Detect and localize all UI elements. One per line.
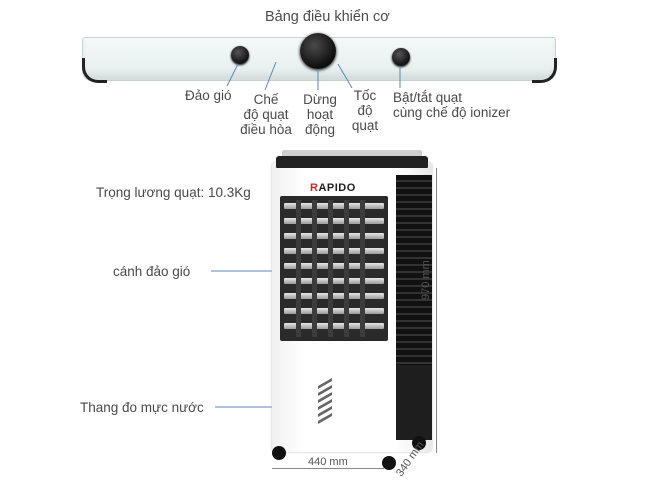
ionizer-knob[interactable]: [392, 48, 410, 66]
wheel: [382, 456, 396, 470]
label-cooling-mode: Chế độ quạt điều hòa: [240, 92, 292, 137]
label-swing: Đảo gió: [185, 88, 232, 103]
louver: [284, 248, 384, 254]
panel-edge-right: [532, 58, 557, 83]
louver-blade: [312, 200, 317, 337]
louver-blade: [296, 200, 301, 337]
width-dimension-line: [272, 468, 384, 469]
louver-blade: [344, 200, 349, 337]
top-cap: [282, 150, 422, 158]
louver-label: cánh đảo gió: [113, 264, 191, 279]
louver: [284, 323, 384, 329]
water-tank-side: [396, 365, 432, 440]
louver: [284, 278, 384, 284]
label-ionizer: Bật/tắt quạt cùng chế độ ionizer: [393, 90, 511, 120]
louver-blade: [328, 200, 333, 337]
label-stop: Dừng hoạt động: [303, 92, 337, 137]
swing-knob[interactable]: [231, 46, 249, 64]
louver: [284, 218, 384, 224]
wheel: [272, 446, 286, 460]
louver: [284, 233, 384, 239]
brand-logo: RAPIDO: [310, 182, 356, 194]
height-dimension: 970 mm: [420, 260, 432, 300]
louver: [284, 203, 384, 209]
height-dimension-line: [436, 168, 437, 453]
wheel: [412, 436, 426, 450]
louver: [284, 308, 384, 314]
water-level-gauge: [318, 377, 340, 428]
panel-edge-left: [82, 58, 107, 83]
louver-blade: [360, 200, 365, 337]
control-panel-title: Bảng điều khiển cơ: [265, 9, 390, 25]
width-dimension: 440 mm: [308, 456, 348, 468]
top-lid: [276, 156, 428, 168]
louver: [284, 263, 384, 269]
label-fan-speed: Tốc độ quạt: [351, 88, 379, 133]
water-gauge-label: Thang đo mực nước: [80, 400, 204, 415]
side-vent: [396, 175, 432, 365]
main-dial-knob[interactable]: [300, 33, 336, 69]
louver: [284, 293, 384, 299]
weight-label: Trọng lương quạt: 10.3Kg: [96, 185, 251, 200]
